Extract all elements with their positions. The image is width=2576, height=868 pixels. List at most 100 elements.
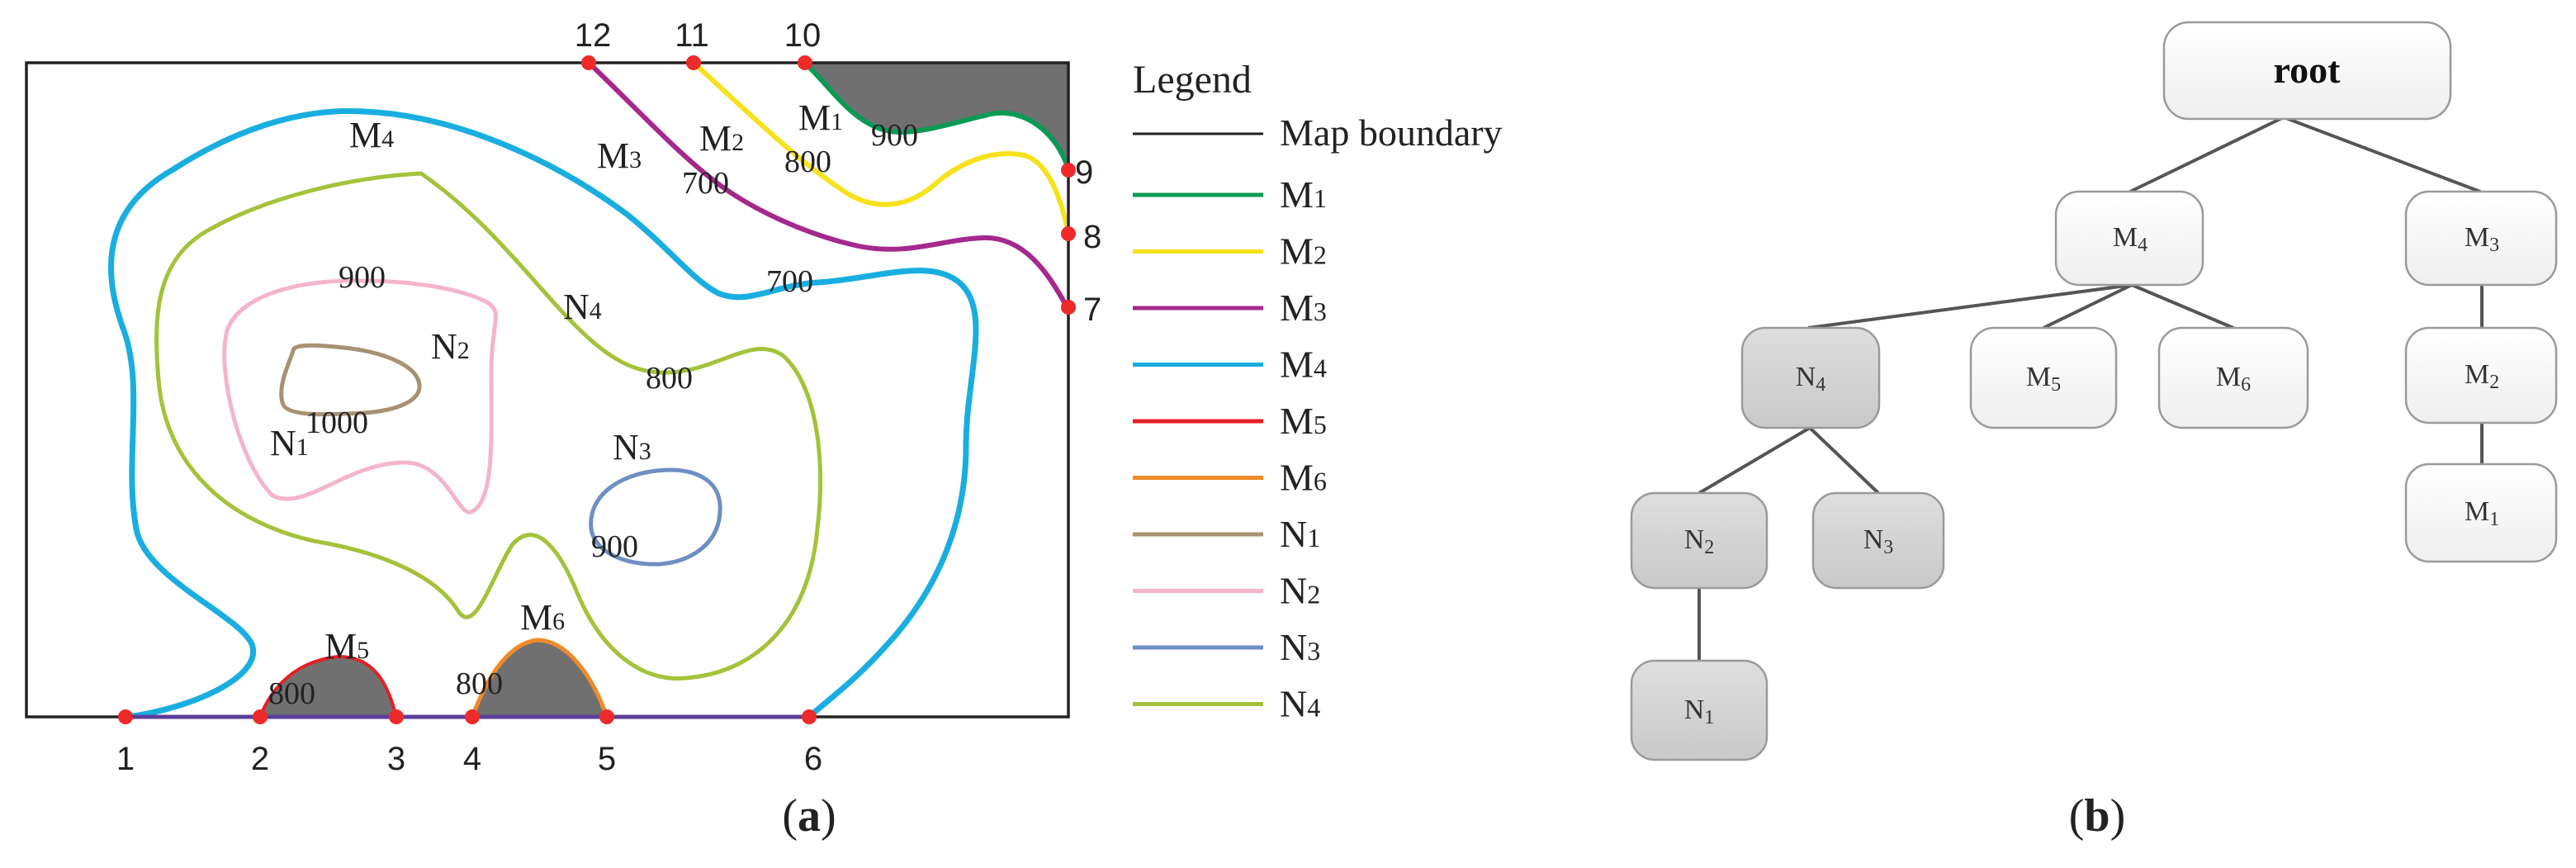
label-m6: M6 [520, 597, 565, 638]
point-5 [599, 709, 614, 724]
label-n1: N1 [270, 423, 309, 463]
edge-root-m4 [2129, 116, 2285, 193]
root-box [2162, 21, 2452, 121]
contour-m1 [803, 63, 1068, 172]
point-label-8: 8 [1083, 219, 1101, 255]
edge-m4-n4 [1807, 283, 2133, 330]
tree-node-m1: M1 [2404, 462, 2558, 563]
edge-m4-m5 [2043, 283, 2133, 330]
elev-n1-1000: 1000 [305, 406, 368, 440]
point-8 [1061, 226, 1076, 241]
elev-n4-800: 800 [646, 361, 693, 396]
contour-n3 [589, 467, 722, 567]
tree-node-m2: M2 [2404, 326, 2558, 425]
point-6 [802, 709, 817, 724]
legend-item-m5: M5 [1133, 400, 1327, 442]
elev-m1-900: 900 [871, 118, 918, 153]
svg-text:N2: N2 [1684, 524, 1715, 558]
legend-label: M1 [1280, 173, 1327, 216]
point-2 [253, 709, 268, 724]
point-4 [465, 709, 480, 724]
edge-m4-m6 [2131, 283, 2234, 330]
point-7 [1061, 300, 1076, 315]
tree-node-n1: N1 [1630, 659, 1769, 761]
contour-m6 [470, 638, 609, 717]
contour-m5 [258, 655, 398, 717]
tree-node-root: root [2162, 21, 2452, 121]
point-label-7: 7 [1083, 292, 1101, 328]
edge-n4-n2 [1698, 426, 1811, 495]
legend-item-n3: N3 [1133, 626, 1320, 668]
tree-panel: root M4 M3 N4 M5 M6 M2 M1 [1630, 21, 2558, 842]
legend-label: N4 [1280, 683, 1320, 725]
point-label-2: 2 [251, 741, 269, 777]
contour-n4 [154, 171, 823, 681]
elev-m3-700: 700 [682, 166, 729, 201]
point-3 [389, 709, 404, 724]
legend-item-m4: M4 [1133, 344, 1327, 386]
legend-label: M6 [1280, 457, 1327, 499]
svg-text:M3: M3 [2465, 222, 2499, 256]
tree-node-m3: M3 [2404, 190, 2558, 287]
contour-map-panel: 1 2 3 4 5 6 7 8 9 10 11 12 M4 M3 M2 M1 N… [25, 17, 1503, 842]
point-9 [1061, 163, 1076, 178]
legend-item-m2: M2 [1133, 230, 1327, 273]
label-n3: N3 [613, 427, 651, 467]
legend-boundary-label: Map boundary [1280, 111, 1503, 154]
caption-b: (b) [2069, 790, 2125, 842]
svg-text:M1: M1 [2465, 496, 2499, 530]
region-m1-shaded [805, 63, 1068, 169]
legend-label: M4 [1280, 344, 1327, 386]
label-m3: M3 [597, 135, 642, 176]
tree-node-n3: N3 [1811, 491, 1945, 590]
legend-label: N1 [1280, 513, 1320, 555]
edge-root-m3 [2283, 116, 2481, 193]
contour-m3 [586, 63, 1068, 312]
point-label-3: 3 [387, 741, 405, 777]
legend-label: N3 [1280, 626, 1320, 668]
elev-m6-800: 800 [456, 666, 503, 701]
point-1 [118, 709, 133, 724]
label-m4: M4 [349, 115, 394, 155]
svg-text:M5: M5 [2026, 362, 2061, 396]
svg-text:M6: M6 [2216, 362, 2251, 396]
label-n4: N4 [563, 287, 602, 327]
elev-m5-800: 800 [268, 676, 315, 711]
point-label-5: 5 [598, 741, 616, 777]
point-label-9: 9 [1075, 154, 1093, 191]
tree-node-m5: M5 [1969, 326, 2118, 429]
legend-label: N2 [1280, 570, 1320, 612]
elev-m2-800: 800 [784, 145, 831, 179]
legend-label: M3 [1280, 287, 1327, 329]
legend-item-m3: M3 [1133, 287, 1327, 329]
contour-m2 [691, 63, 1068, 235]
contour-m4 [108, 107, 979, 717]
tree-node-m4: M4 [2054, 190, 2204, 287]
boundary-points [118, 55, 1076, 724]
point-label-11: 11 [675, 17, 709, 54]
label-m5: M5 [324, 626, 369, 666]
label-n2: N2 [431, 326, 470, 367]
point-11 [686, 55, 701, 70]
tree-node-m6: M6 [2157, 326, 2309, 429]
tree-node-n4: N4 [1740, 326, 1881, 429]
svg-text:M4: M4 [2113, 222, 2147, 256]
legend-item-n4: N4 [1133, 683, 1320, 725]
legend-item-m1: M1 [1133, 173, 1327, 216]
legend-item-n2: N2 [1133, 570, 1320, 612]
elev-n2-900: 900 [339, 260, 386, 295]
region-m5-shaded [260, 657, 396, 717]
svg-text:M2: M2 [2465, 359, 2499, 393]
point-label-10: 10 [784, 17, 822, 54]
point-10 [798, 55, 812, 70]
point-label-4: 4 [463, 741, 481, 777]
point-label-1: 1 [116, 741, 135, 777]
elev-m4-700: 700 [766, 264, 813, 299]
point-12 [581, 55, 596, 70]
point-label-6: 6 [804, 741, 822, 777]
svg-text:N3: N3 [1863, 524, 1894, 558]
svg-text:N1: N1 [1684, 695, 1715, 728]
caption-a: (a) [782, 790, 836, 842]
